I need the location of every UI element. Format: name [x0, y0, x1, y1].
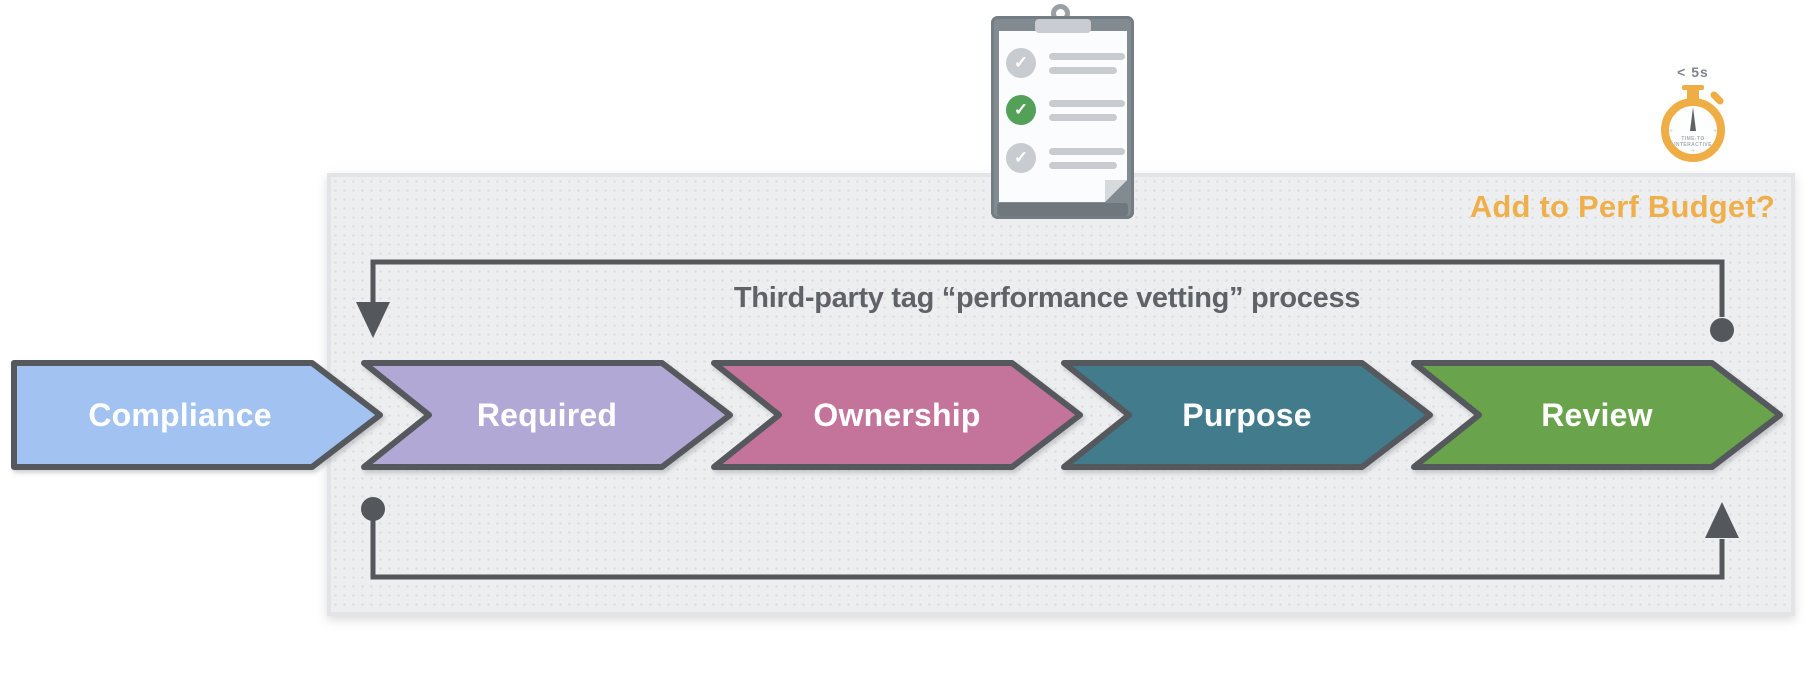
stage-arrow-shape — [11, 360, 383, 470]
clipboard-board-bottom — [997, 203, 1128, 216]
svg-text:INTERACTIVE: INTERACTIVE — [1674, 142, 1712, 148]
stage-review: Review — [1411, 359, 1783, 471]
stage-arrow-shape — [1411, 360, 1783, 470]
stage-required: Required — [361, 359, 733, 471]
stopwatch-icon: + + + TIME-TO INTERACTIVE — [1661, 85, 1725, 162]
stage-arrow-shape — [1061, 360, 1433, 470]
stopwatch-caption: < 5s — [1677, 64, 1709, 80]
check-icon-green: ✓ — [1006, 95, 1036, 125]
stage-label: Review — [1541, 396, 1653, 433]
stage-label: Required — [476, 396, 618, 433]
checklist-text-lines — [1049, 99, 1125, 121]
svg-text:+: + — [1669, 128, 1673, 135]
stage-ownership: Ownership — [711, 359, 1083, 471]
checklist-text-lines — [1049, 147, 1125, 169]
perf-budget-question: Add to Perf Budget? — [1469, 189, 1775, 224]
svg-text:+: + — [1691, 148, 1695, 155]
check-icon: ✓ — [1006, 143, 1036, 173]
checklist-text-lines — [1049, 52, 1125, 74]
stage-label: Ownership — [813, 396, 981, 433]
check-icon: ✓ — [1006, 48, 1036, 78]
svg-text:+: + — [1713, 128, 1717, 135]
stage-label: Compliance — [88, 396, 272, 433]
process-title: Third-party tag “performance vetting” pr… — [733, 282, 1361, 314]
stage-arrow-shape — [361, 360, 733, 470]
checklist-item: ✓ — [1006, 48, 1125, 78]
checklist-item-checked: ✓ — [1006, 95, 1125, 125]
stage-arrow-shape — [711, 360, 1083, 470]
svg-text:TIME-TO: TIME-TO — [1681, 136, 1704, 142]
clipboard-clip — [1035, 19, 1091, 33]
stage-label: Purpose — [1182, 396, 1312, 433]
stage-purpose: Purpose — [1061, 359, 1433, 471]
stage-compliance: Compliance — [11, 359, 383, 471]
checklist-item: ✓ — [1006, 143, 1125, 173]
tti-stopwatch: < 5s + + + TIME-TO INTERACTIVE — [1645, 64, 1741, 180]
